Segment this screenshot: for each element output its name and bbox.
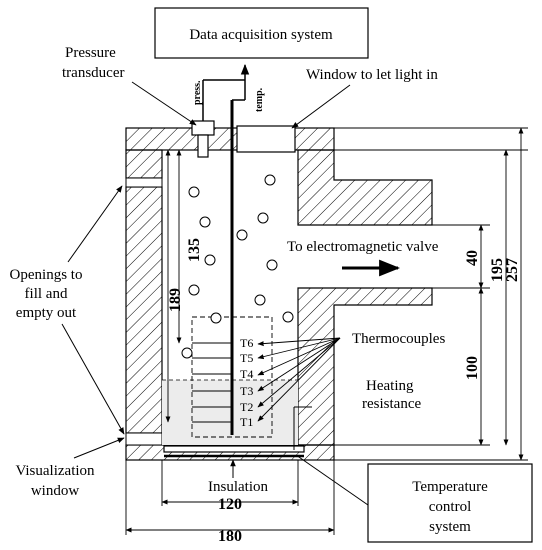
bubbles bbox=[181, 174, 294, 359]
dim-135: 135 bbox=[186, 238, 203, 262]
lower-opening bbox=[125, 432, 163, 446]
openings-label-1: Openings to bbox=[10, 267, 83, 283]
window-pointer bbox=[291, 84, 351, 129]
thermocouple-pointers bbox=[257, 337, 341, 422]
thermocouple-t2: T2 bbox=[240, 400, 253, 414]
valve-label: To electromagnetic valve bbox=[287, 239, 439, 255]
thermocouple-t5: T5 bbox=[240, 351, 253, 365]
dim-40: 40 bbox=[464, 250, 481, 266]
thermocouple-ticks bbox=[192, 342, 232, 423]
dim-189: 189 bbox=[167, 288, 184, 312]
thermocouple-t4: T4 bbox=[240, 367, 253, 381]
dim-195: 195 bbox=[489, 258, 506, 282]
heating-label-2: resistance bbox=[362, 396, 421, 412]
dim-180: 180 bbox=[218, 528, 242, 545]
temp-control-label-1: Temperature bbox=[412, 479, 488, 495]
pressure-label-2: transducer bbox=[62, 65, 124, 81]
daq-label: Data acquisition system bbox=[189, 27, 333, 43]
thermocouples-label: Thermocouples bbox=[352, 331, 445, 347]
pressure-label-1: Pressure bbox=[65, 45, 116, 61]
temp-tag: temp. bbox=[254, 87, 265, 112]
light-window bbox=[236, 125, 296, 153]
temperature-control-box: Temperature control system bbox=[367, 463, 533, 543]
dim-100: 100 bbox=[464, 356, 481, 380]
dim-257: 257 bbox=[504, 258, 521, 282]
temp-control-label-2: control bbox=[429, 499, 472, 515]
insulation-label: Insulation bbox=[208, 479, 268, 495]
control-wire bbox=[295, 454, 369, 506]
visualization-label-1: Visualization bbox=[15, 463, 95, 479]
thermocouple-t3: T3 bbox=[240, 384, 253, 398]
data-acquisition-box: Data acquisition system bbox=[154, 7, 369, 59]
thermocouple-t1: T1 bbox=[240, 415, 253, 429]
pressure-pointer bbox=[131, 81, 197, 126]
openings-pointer-bottom bbox=[61, 323, 125, 435]
thermocouple-t6: T6 bbox=[240, 336, 253, 350]
upper-opening bbox=[125, 177, 163, 188]
openings-label-3: empty out bbox=[16, 305, 77, 321]
liquid-pool bbox=[162, 380, 298, 445]
press-tag: press. bbox=[192, 80, 203, 105]
heating-plate bbox=[163, 445, 305, 453]
dimension-lines bbox=[125, 127, 528, 535]
dim-120: 120 bbox=[218, 496, 242, 513]
heating-label-1: Heating bbox=[366, 378, 414, 394]
pressure-transducer bbox=[191, 120, 215, 158]
openings-label-2: fill and bbox=[25, 286, 68, 302]
openings-pointer-top bbox=[67, 185, 123, 263]
visualization-label-2: window bbox=[31, 483, 80, 499]
window-label: Window to let light in bbox=[306, 67, 438, 83]
visualization-pointer bbox=[73, 437, 125, 459]
temp-control-label-3: system bbox=[429, 519, 471, 535]
